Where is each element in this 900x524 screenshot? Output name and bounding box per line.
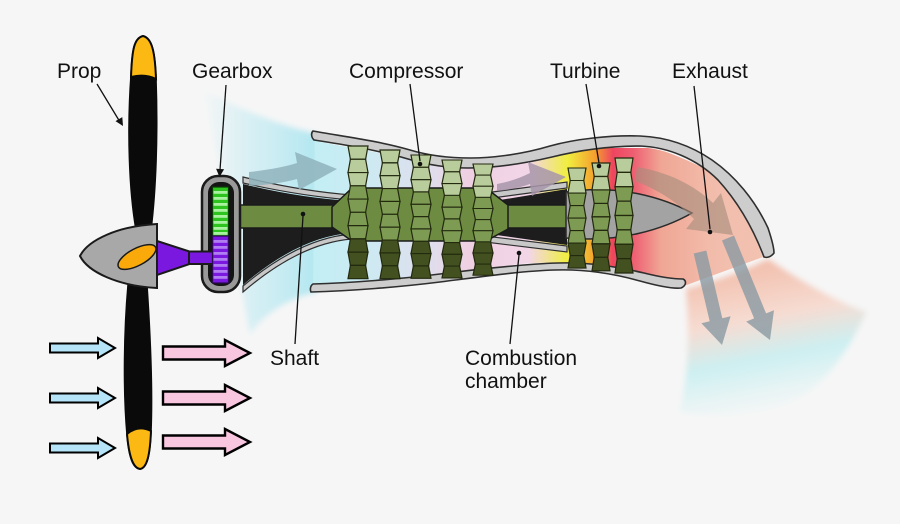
cold-air-arrow-2 xyxy=(49,386,117,410)
turbine-blades xyxy=(567,157,634,274)
spinner xyxy=(78,222,158,290)
leader-compressor-dot xyxy=(417,161,423,167)
leader-combustion-dot xyxy=(516,250,522,256)
label-compressor: Compressor xyxy=(349,60,463,83)
leader-shaft xyxy=(294,215,304,345)
cold-air-arrow-3 xyxy=(49,436,117,460)
gear-green xyxy=(211,186,230,237)
leader-exhaust xyxy=(693,85,711,230)
cold-air-arrow-1 xyxy=(49,336,117,360)
leader-prop-arrowhead xyxy=(115,117,123,126)
leader-turbine xyxy=(585,83,600,164)
label-gearbox: Gearbox xyxy=(192,60,273,83)
prop-wash-arrow-1 xyxy=(161,338,253,368)
label-exhaust: Exhaust xyxy=(672,60,748,83)
gear-purple xyxy=(211,235,230,284)
exhaust-arrow-1 xyxy=(693,250,731,345)
gearbox xyxy=(156,174,242,294)
leader-compressor xyxy=(409,83,421,162)
prop-blade-upper-tip xyxy=(129,34,158,81)
prop-blade-lower-tip xyxy=(125,427,153,471)
leader-exhaust-dot xyxy=(707,229,713,235)
propeller xyxy=(78,34,158,471)
exhaust-plume xyxy=(680,259,866,415)
exhaust-arrow-2 xyxy=(722,235,774,340)
power-shaft xyxy=(188,250,216,265)
leader-lines xyxy=(96,83,711,345)
prop-wash-arrows xyxy=(161,338,253,457)
spinner-blade-root xyxy=(117,243,157,271)
leader-gearbox-arrowhead xyxy=(216,168,225,177)
prop-wash-arrow-3 xyxy=(161,427,253,457)
leader-shaft-dot xyxy=(300,211,306,217)
leader-combustion xyxy=(509,254,520,345)
leader-ends xyxy=(115,117,713,256)
label-shaft: Shaft xyxy=(270,347,319,370)
leader-prop xyxy=(96,83,121,123)
cold-air-arrows xyxy=(49,336,117,460)
combustor-flow-arrow xyxy=(497,162,566,196)
leader-gearbox xyxy=(219,84,227,171)
label-turbine: Turbine xyxy=(550,60,620,83)
label-prop: Prop xyxy=(57,60,101,83)
intake-flow-arrow xyxy=(249,152,337,190)
label-combustion-chamber: Combustion chamber xyxy=(465,347,583,393)
leader-turbine-dot xyxy=(596,163,602,169)
prop-wash-arrow-2 xyxy=(161,383,253,413)
